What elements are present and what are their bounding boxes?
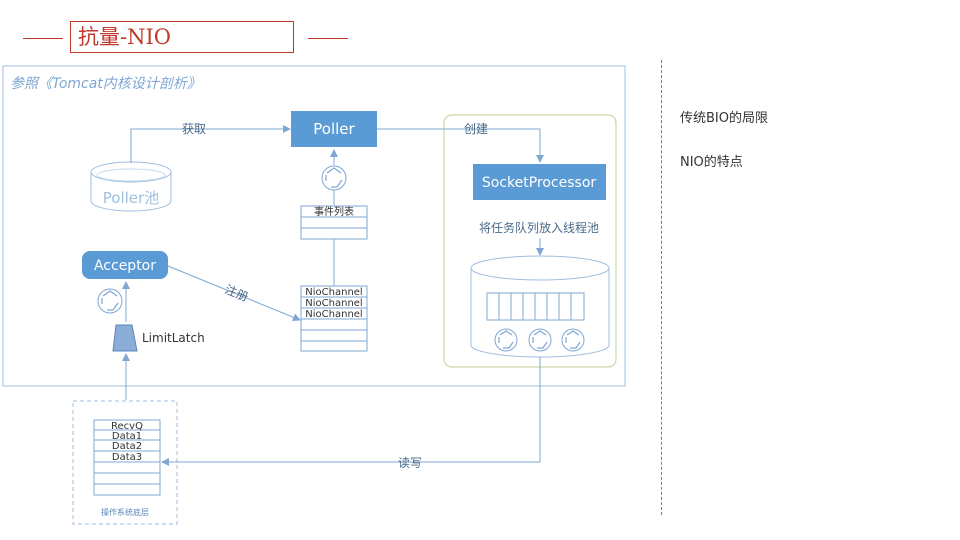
page-title: 抗量-NIO	[70, 21, 294, 53]
side-item-bio-limits[interactable]: 传统BIO的局限	[680, 111, 768, 126]
nio-channel-item: NioChannel	[305, 287, 362, 298]
os-queue-item: RecvQ	[111, 421, 143, 432]
limit-latch-shape	[112, 324, 138, 352]
os-queue-item: Data1	[112, 431, 142, 442]
worker-frame	[443, 114, 617, 368]
worker-thread-icon	[494, 328, 518, 352]
fetch-label: 获取	[182, 122, 206, 136]
os-queue-item: Data2	[112, 441, 142, 452]
poller-pool-label: Poller池	[103, 189, 159, 207]
queue-label: 将任务队列放入线程池	[479, 220, 599, 235]
nio-channel-item: NioChannel	[305, 298, 362, 309]
poller-box	[291, 111, 377, 147]
source-note: 参照《Tomcat内核设计剖析》	[10, 76, 201, 92]
os-layer-frame	[72, 400, 178, 525]
os-layer-caption: 操作系统底层	[101, 507, 149, 517]
acceptor-box	[82, 251, 168, 279]
poller-label: Poller	[313, 120, 355, 138]
worker-thread-icon	[561, 328, 585, 352]
acceptor-thread-icon	[97, 288, 123, 314]
event-list-label: 事件列表	[314, 205, 354, 218]
event-list: 事件列表	[300, 205, 368, 240]
thread-pool-cylinder	[470, 255, 610, 358]
socket-processor-label: SocketProcessor	[482, 175, 597, 191]
limit-latch-label: LimitLatch	[142, 331, 205, 345]
os-queue-item: Data3	[112, 452, 142, 463]
create-arrow	[377, 128, 544, 163]
task-queue	[486, 292, 585, 321]
register-arrow	[167, 265, 301, 322]
read-write-arrow	[161, 357, 541, 466]
acceptor-label: Acceptor	[94, 258, 156, 274]
create-label: 创建	[464, 122, 488, 136]
read-write-label: 读写	[398, 456, 422, 470]
poller-pool-cylinder: Poller池	[90, 161, 172, 212]
tomcat-frame	[2, 65, 626, 387]
register-label: 注册	[223, 281, 251, 304]
socket-processor-box	[473, 164, 606, 200]
os-recv-queue: RecvQ Data1 Data2 Data3	[93, 419, 161, 496]
title-rule-left	[23, 38, 63, 39]
title-rule-right	[308, 38, 348, 39]
side-item-nio-features[interactable]: NIO的特点	[680, 155, 743, 170]
fetch-arrow	[130, 125, 291, 163]
nio-architecture-diagram: 参照《Tomcat内核设计剖析》 Poller池 获取 Poller 创建 So…	[2, 65, 626, 525]
nio-channel-item: NioChannel	[305, 309, 362, 320]
poller-thread-icon	[321, 165, 347, 191]
worker-thread-icon	[528, 328, 552, 352]
nio-channel-list: NioChannel NioChannel NioChannel	[300, 285, 368, 352]
section-divider	[661, 60, 662, 515]
